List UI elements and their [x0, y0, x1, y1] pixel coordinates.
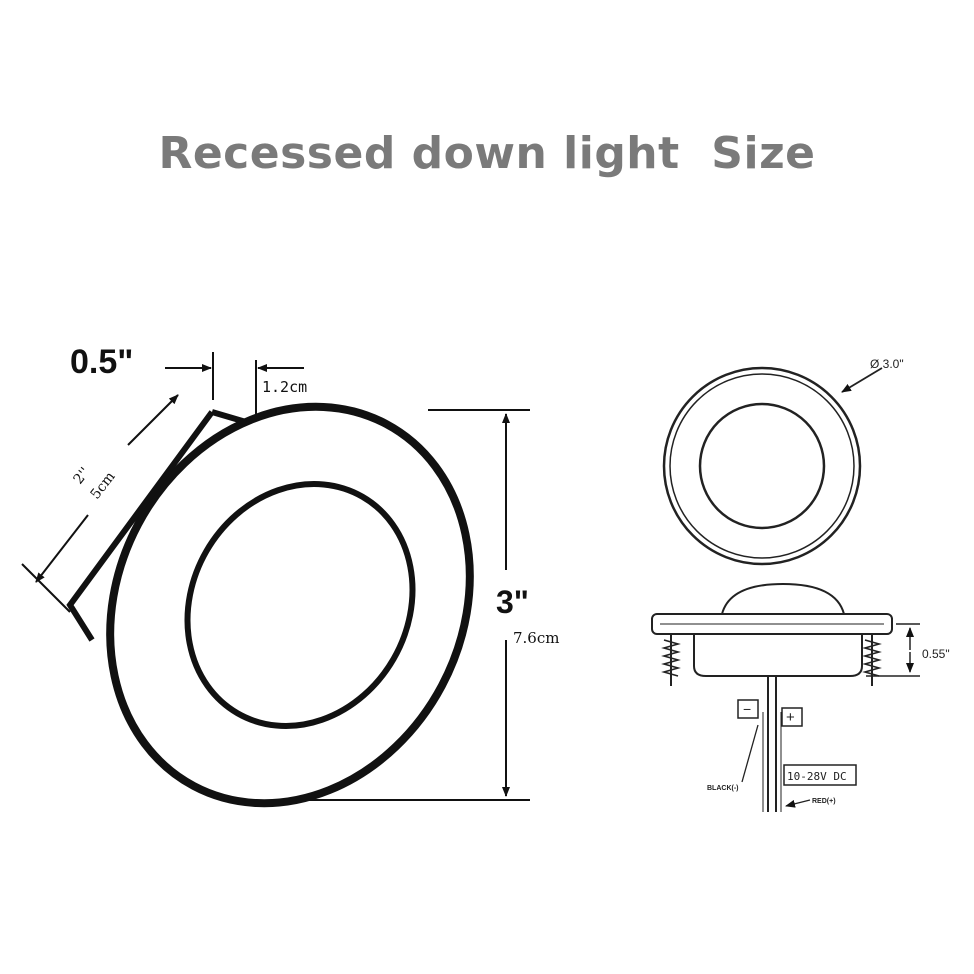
red-wire-label: RED(+) — [812, 798, 836, 805]
housing-edge — [66, 409, 247, 642]
depth-cm-label: 1.2cm — [262, 378, 307, 396]
front-view: Ø 3.0" — [662, 357, 904, 566]
side-view: 0.55" − + 10-28V DC BLACK(-) RED(+) — [651, 582, 950, 812]
right-screw — [862, 634, 882, 686]
plus-label: + — [786, 709, 795, 726]
plus-box — [781, 707, 803, 727]
voltage-label: 10-28V DC — [787, 770, 847, 783]
black-wire-leader — [741, 724, 759, 783]
front-diameter-label: Ø 3.0" — [870, 357, 904, 371]
cutout-dimension-line-bottom — [35, 514, 89, 583]
angled-view: 0.5" 1.2cm 2'' 5cm 3" 7.6cm — [21, 343, 559, 808]
red-wire-leader — [785, 799, 811, 808]
cutout-inch-label: 2'' — [71, 465, 94, 488]
left-screw — [661, 634, 681, 686]
inner-lens — [184, 481, 416, 729]
front-outer-ring — [662, 366, 862, 566]
side-flange — [651, 613, 893, 635]
minus-label: − — [743, 701, 751, 717]
front-outer-ring-inner — [669, 373, 855, 559]
outer-rim — [106, 402, 474, 808]
diameter-inch-label: 3" — [496, 584, 529, 620]
page-title: Recessed down light Size — [158, 128, 816, 179]
minus-box — [737, 699, 759, 719]
side-body — [693, 634, 863, 677]
depth-inch-label: 0.5" — [70, 343, 133, 381]
height-label: 0.55" — [922, 647, 950, 661]
black-wire-label: BLACK(-) — [707, 785, 739, 792]
cutout-dimension-line-top — [127, 394, 179, 446]
front-diameter-leader — [841, 367, 883, 393]
side-dome — [721, 582, 845, 615]
diameter-cm-label: 7.6cm — [513, 629, 559, 647]
cutout-extension-bottom — [21, 563, 71, 613]
front-lens — [698, 402, 826, 530]
voltage-box — [783, 764, 857, 786]
